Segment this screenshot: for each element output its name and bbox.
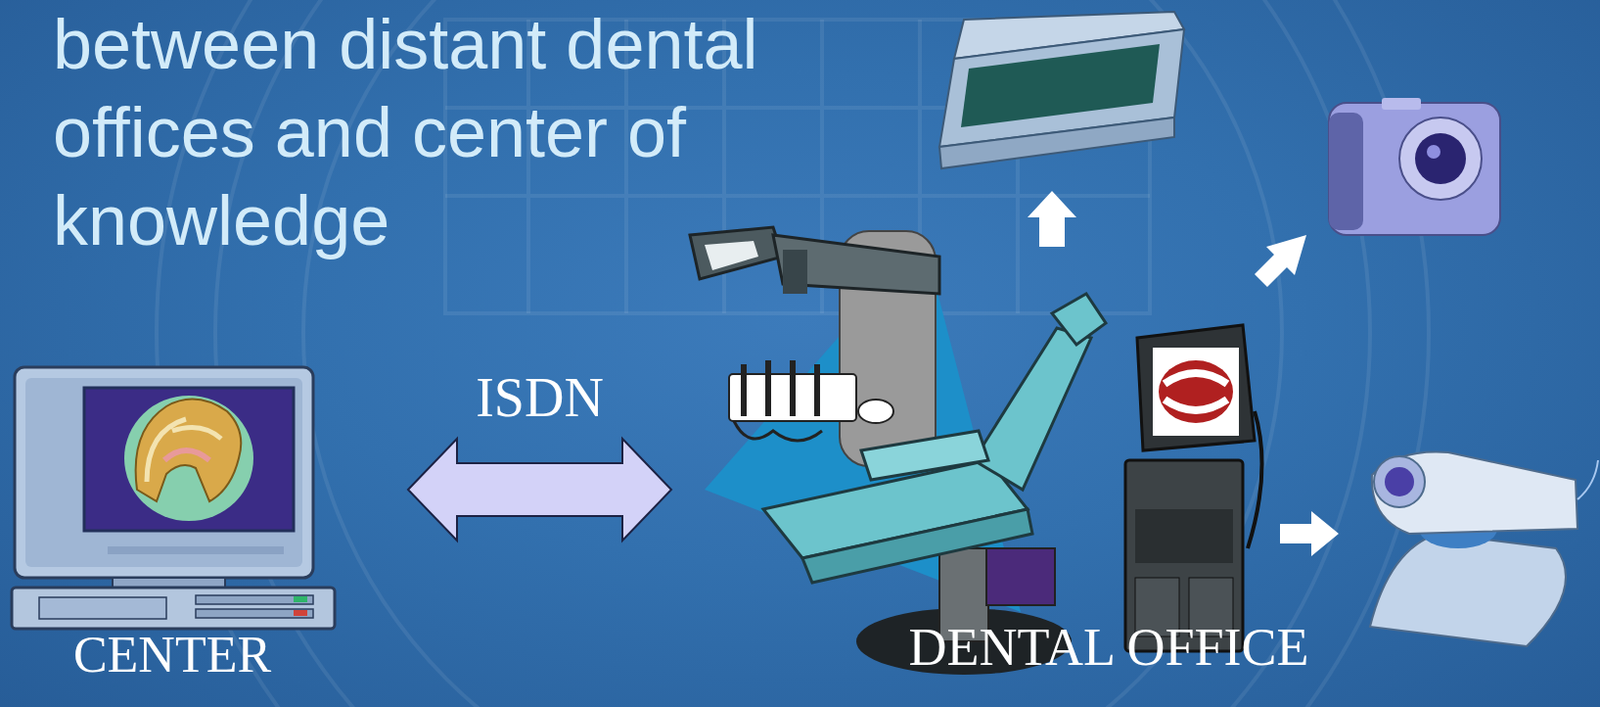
link-label: ISDN [475,367,604,429]
station-node: CENTER [9,362,407,707]
station-label: CENTER [73,626,272,683]
video-camera-icon [1370,451,1599,646]
station-node: DENTAL OFFICE [673,225,1371,707]
station-label: DENTAL OFFICE [908,618,1309,677]
camera-icon [1328,97,1501,235]
pointer-arrow [1027,190,1077,247]
scanner-icon [939,11,1185,169]
pointer-arrow [1254,234,1307,287]
slide-title: between distant dental offices and cente… [52,0,895,265]
computer-icon [11,366,335,629]
dental-chair-illustration [689,227,1263,675]
double-arrow [408,438,672,541]
pointer-arrow [1280,510,1339,556]
